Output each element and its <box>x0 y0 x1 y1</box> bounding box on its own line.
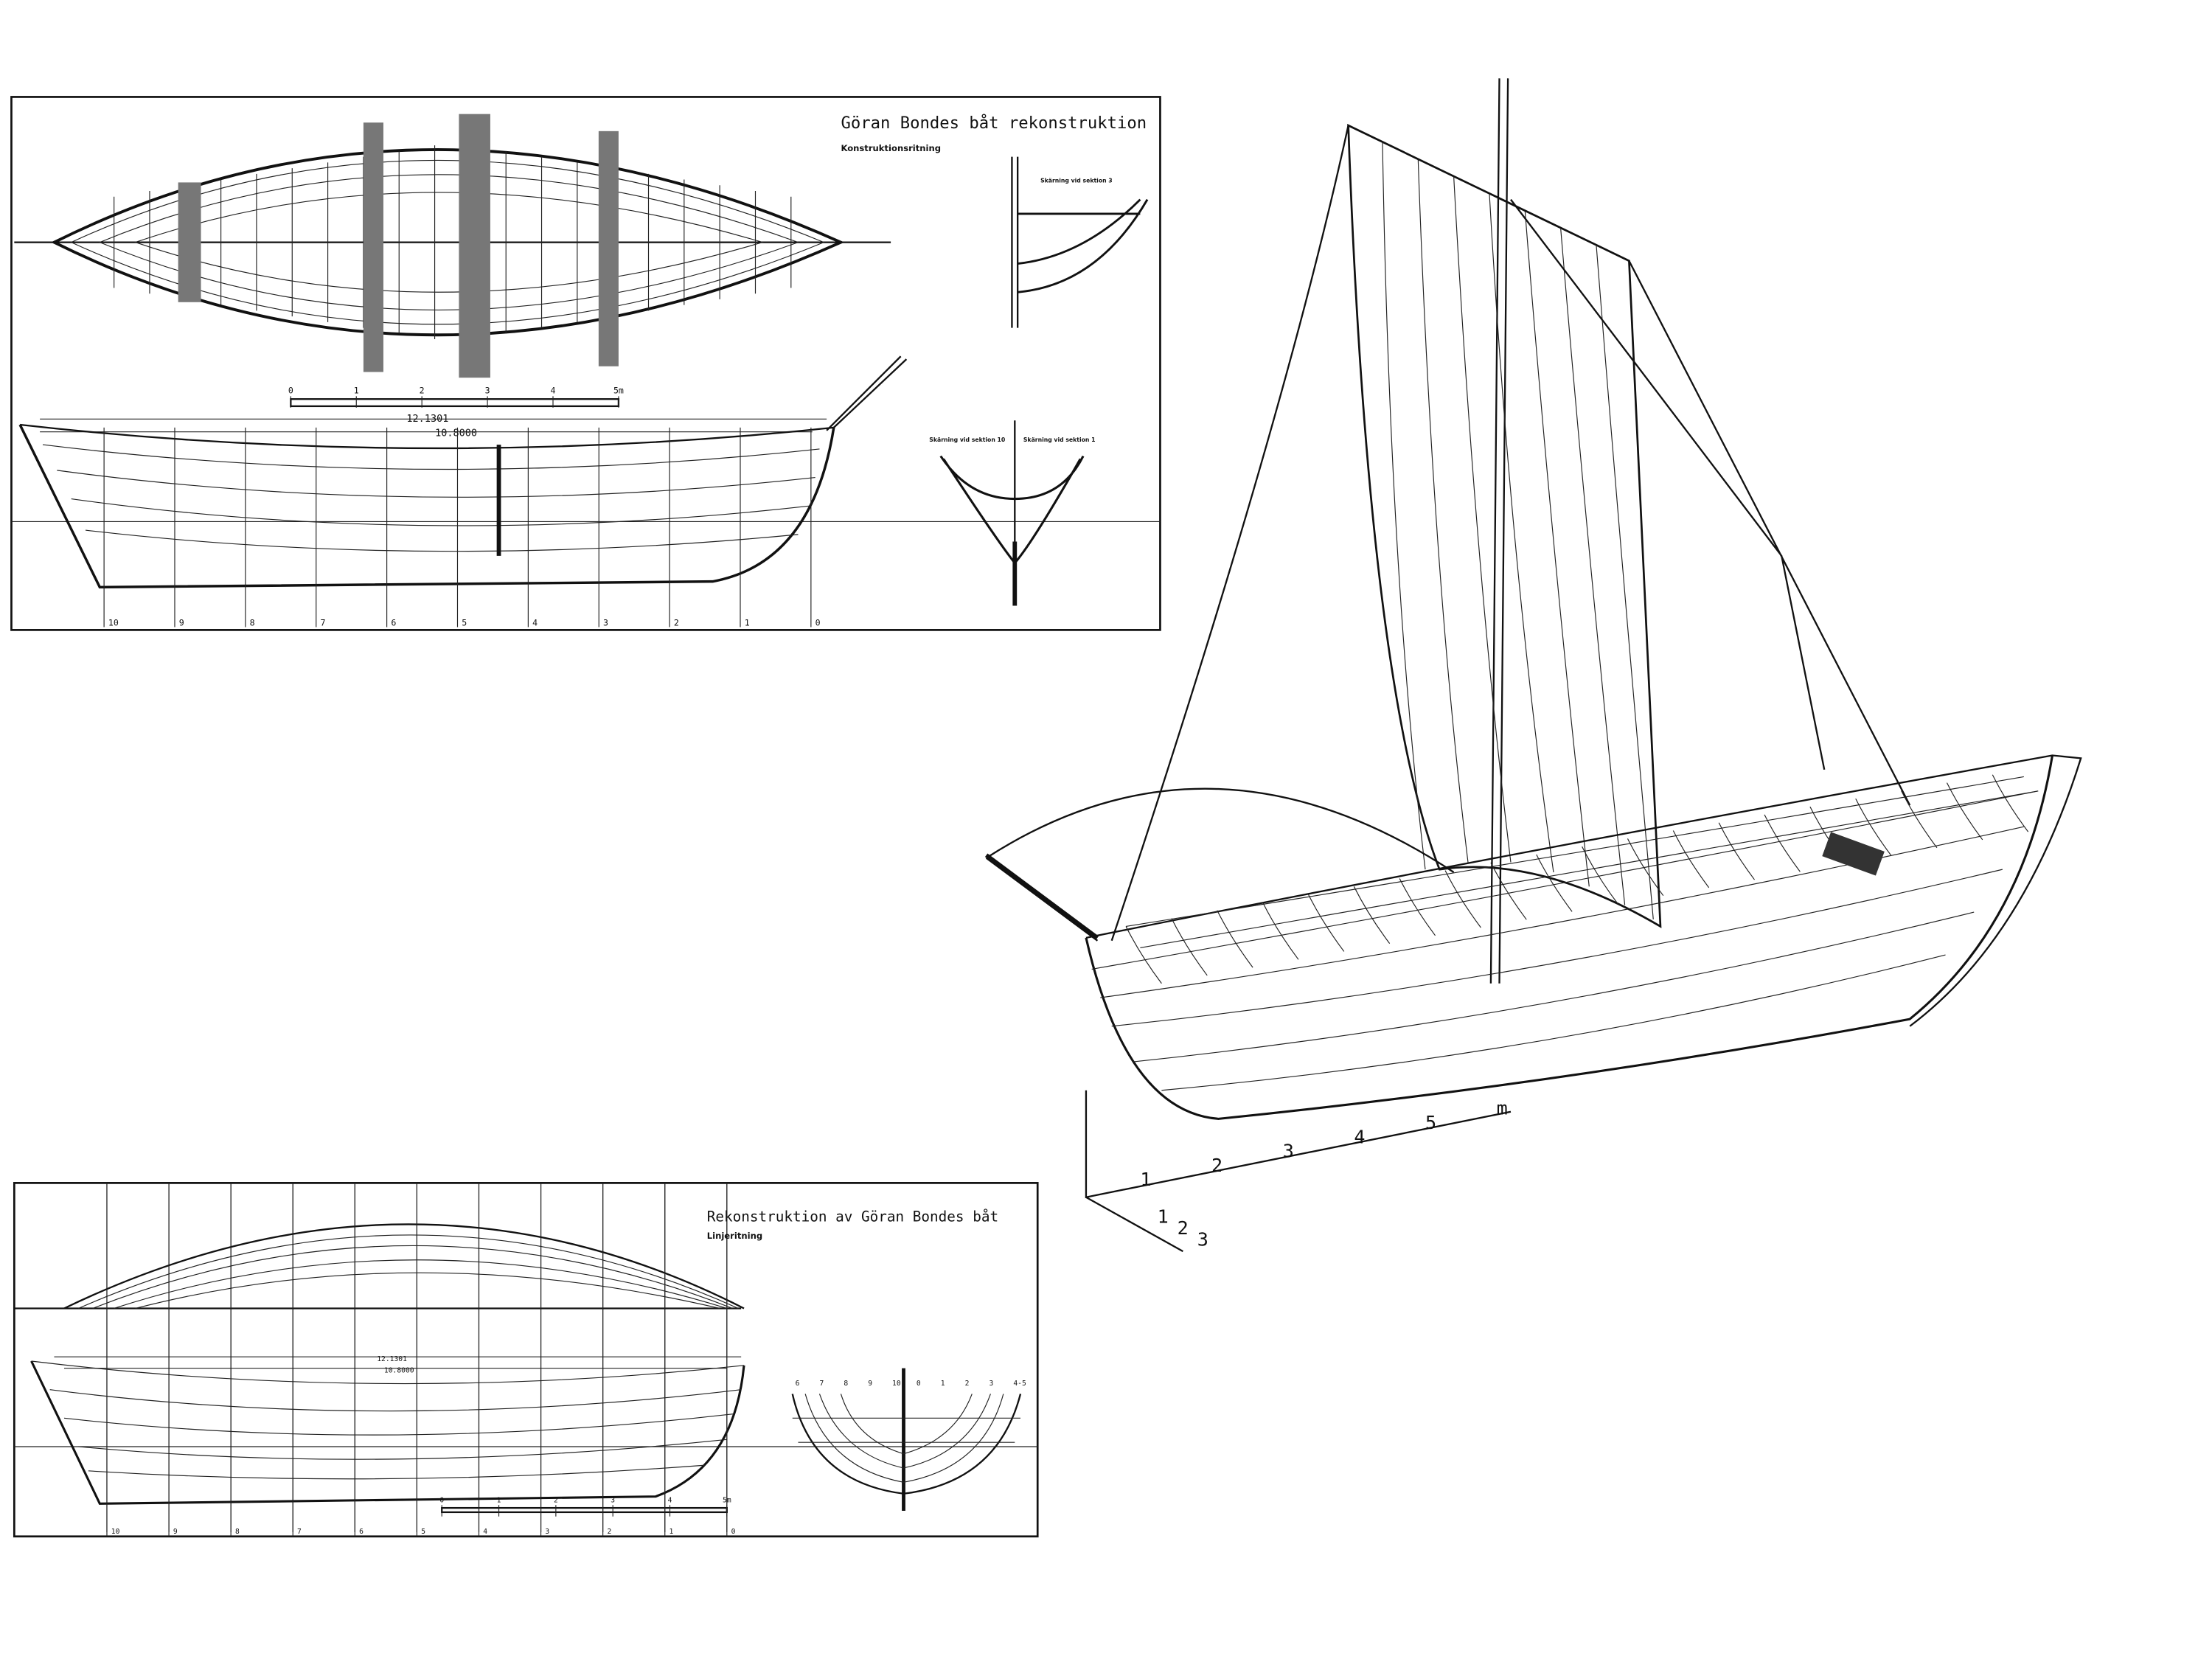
rib <box>1536 854 1573 912</box>
station-label: 1 <box>669 1528 674 1536</box>
rib <box>1992 774 2029 832</box>
drawing-title: Göran Bondes båt rekonstruktion <box>841 112 1147 133</box>
station-label: 10 <box>108 618 119 628</box>
body-plan-label: 7 <box>819 1380 824 1388</box>
scale-label: 2 <box>1211 1155 1222 1176</box>
scale-tick-label: 4 <box>551 386 556 396</box>
station-label: 8 <box>250 618 255 628</box>
station-label: 8 <box>235 1528 240 1536</box>
section-label: Skärning vid sektion 1 <box>1023 437 1096 443</box>
dimension-length: 10.8000 <box>384 1366 414 1374</box>
rib <box>1582 846 1618 904</box>
scale-label: m <box>1497 1098 1508 1119</box>
rib <box>1262 902 1299 960</box>
rib <box>1627 838 1664 897</box>
body-plan-label: 8 <box>844 1380 848 1388</box>
scale-label: 5 <box>1425 1112 1436 1133</box>
rib <box>1764 814 1801 872</box>
station-label: 5 <box>462 618 467 628</box>
scale-tick-label: 4 <box>668 1496 672 1504</box>
scale-bar: 0 1 2 3 4 5m <box>288 386 624 408</box>
rib <box>1444 870 1481 928</box>
rib <box>1490 862 1527 920</box>
body-plan-label: 6 <box>796 1380 800 1388</box>
scale-label: 2 <box>1178 1217 1189 1239</box>
body-plan-label: 1 <box>941 1380 945 1388</box>
scale-tick-label: 0 <box>439 1496 444 1504</box>
scale-tick-label: 1 <box>497 1496 501 1504</box>
drawing-subtitle: Linjeritning <box>707 1231 762 1241</box>
scale-label: 3 <box>1197 1228 1208 1250</box>
dimension-overall-length: 12.1301 <box>406 413 448 425</box>
scale-tick-label: 0 <box>288 386 293 396</box>
rib <box>1171 918 1208 976</box>
body-plan-label: 2 <box>965 1380 970 1388</box>
station-label: 6 <box>391 618 396 628</box>
rib <box>1353 886 1391 944</box>
station-label: 9 <box>173 1528 178 1536</box>
section-label: Skärning vid sektion 3 <box>1040 177 1113 184</box>
station-label: 2 <box>674 618 679 628</box>
body-plan: 6 7 8 9 10 0 1 2 3 4-5 <box>791 1368 1026 1511</box>
rib <box>1718 822 1755 880</box>
rib <box>1125 926 1162 984</box>
scale-tick-label: 1 <box>354 386 359 396</box>
drawing-title: Rekonstruktion av Göran Bondes båt <box>707 1208 998 1225</box>
station-label: 0 <box>731 1528 736 1536</box>
station-label: 2 <box>607 1528 611 1536</box>
station-label: 1 <box>745 618 750 628</box>
rib <box>1217 910 1253 968</box>
dimension-length: 10.8000 <box>435 427 477 439</box>
station-label: 0 <box>815 618 821 628</box>
lines-profile: 12.1301 10.8000 <box>14 1355 1038 1505</box>
station-label: 3 <box>603 618 608 628</box>
station-label: 6 <box>359 1528 364 1536</box>
station-label: 9 <box>179 618 184 628</box>
rib <box>1901 790 1938 849</box>
section-label: Skärning vid sektion 10 <box>929 437 1005 443</box>
station-label: 4 <box>483 1528 487 1536</box>
scale-label: 1 <box>1158 1206 1169 1228</box>
body-plan-label: 4-5 <box>1013 1380 1026 1388</box>
scale-tick-label: 3 <box>611 1496 615 1504</box>
station-label: 10 <box>111 1528 120 1536</box>
body-plan-label: 9 <box>868 1380 872 1388</box>
body-plan-label: 3 <box>989 1380 993 1388</box>
scale-label: 1 <box>1140 1169 1151 1190</box>
section-views: Skärning vid sektion 3 Skärning vid sekt… <box>929 156 1149 606</box>
body-plan-label: 10 <box>892 1380 901 1388</box>
drawing-subtitle: Konstruktionsritning <box>841 143 941 153</box>
station-label: 4 <box>532 618 538 628</box>
scale-tick-label: 5m <box>613 386 624 396</box>
rib <box>1855 798 1892 856</box>
scale-label: 4 <box>1354 1126 1365 1147</box>
rib <box>1672 830 1710 888</box>
rib <box>1946 782 1983 841</box>
scale-tick-label: 2 <box>420 386 425 396</box>
scale-tick-label: 3 <box>485 386 490 396</box>
station-label: 7 <box>321 618 326 628</box>
plan-view <box>14 114 891 378</box>
station-label: 3 <box>545 1528 549 1536</box>
scale-label: 3 <box>1283 1141 1294 1162</box>
station-label: 7 <box>297 1528 302 1536</box>
station-label: 5 <box>421 1528 425 1536</box>
rib <box>1399 878 1436 936</box>
dimension-overall-length: 12.1301 <box>377 1355 407 1363</box>
rib <box>1307 894 1345 952</box>
body-plan-label: 0 <box>917 1380 921 1388</box>
scale-tick-label: 2 <box>554 1496 558 1504</box>
